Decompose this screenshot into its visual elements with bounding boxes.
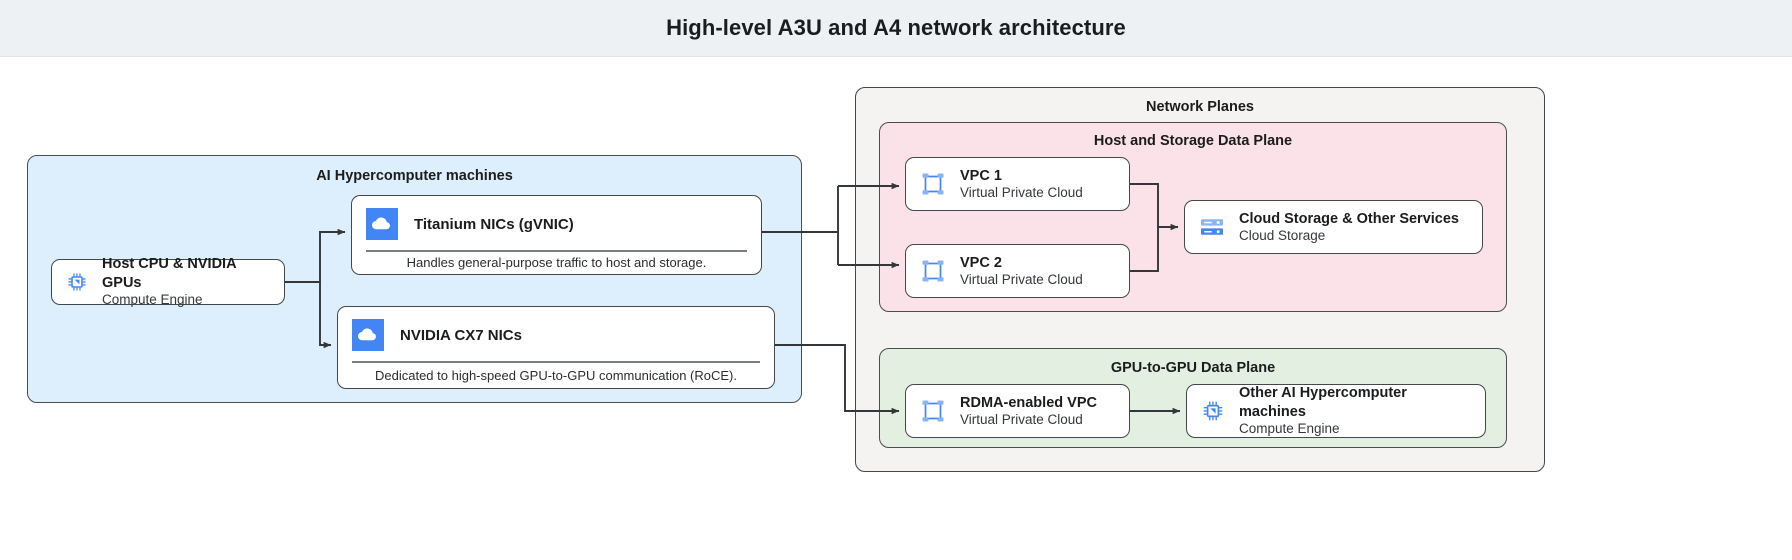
cpu-chip-icon bbox=[64, 269, 90, 295]
cloud-storage-subtitle: Cloud Storage bbox=[1239, 227, 1326, 243]
nvidia-cx7-nics-card[interactable]: NVIDIA CX7 NICs Dedicated to high-speed … bbox=[337, 306, 775, 389]
rdma-vpc-subtitle: Virtual Private Cloud bbox=[960, 411, 1083, 427]
titanium-nics-header: Titanium NICs (gVNIC) bbox=[352, 196, 761, 250]
titanium-nics-divider bbox=[366, 250, 747, 252]
titanium-nics-caption: Handles general-purpose traffic to host … bbox=[406, 255, 707, 271]
vpc-1-title: VPC 1 bbox=[960, 167, 1002, 184]
nvidia-cx7-nics-divider bbox=[352, 361, 760, 363]
page-title: High-level A3U and A4 network architectu… bbox=[666, 15, 1126, 40]
titanium-nics-title: Titanium NICs (gVNIC) bbox=[414, 215, 574, 233]
cloud-icon bbox=[366, 208, 398, 240]
vpc-icon bbox=[918, 396, 948, 426]
rdma-vpc-card[interactable]: RDMA-enabled VPC Virtual Private Cloud bbox=[905, 384, 1130, 438]
host-cpu-gpu-subtitle: Compute Engine bbox=[102, 291, 203, 307]
cloud-storage-title: Cloud Storage & Other Services bbox=[1239, 210, 1459, 227]
cloud-storage-card[interactable]: Cloud Storage & Other Services Cloud Sto… bbox=[1184, 200, 1483, 254]
cloud-icon bbox=[352, 319, 384, 351]
vpc-2-subtitle: Virtual Private Cloud bbox=[960, 271, 1083, 287]
titanium-nics-card[interactable]: Titanium NICs (gVNIC) Handles general-pu… bbox=[351, 195, 762, 275]
gpu-to-gpu-data-plane-title: GPU-to-GPU Data Plane bbox=[1110, 360, 1276, 376]
host-cpu-gpu-title: Host CPU & NVIDIA GPUs bbox=[102, 256, 236, 291]
storage-icon bbox=[1197, 212, 1227, 242]
vpc-1-card[interactable]: VPC 1 Virtual Private Cloud bbox=[905, 157, 1130, 211]
host-storage-data-plane-title: Host and Storage Data Plane bbox=[1093, 133, 1293, 149]
nvidia-cx7-nics-caption: Dedicated to high-speed GPU-to-GPU commu… bbox=[375, 367, 737, 383]
other-ai-machines-title: Other AI Hypercomputer machines bbox=[1239, 385, 1407, 420]
cpu-chip-icon bbox=[1199, 397, 1227, 425]
vpc-2-title: VPC 2 bbox=[960, 254, 1002, 271]
vpc-icon bbox=[918, 169, 948, 199]
host-cpu-gpu-card[interactable]: Host CPU & NVIDIA GPUs Compute Engine bbox=[51, 256, 285, 307]
header-bar: High-level A3U and A4 network architectu… bbox=[0, 0, 1792, 57]
network-planes-title: Network Planes bbox=[1146, 99, 1254, 115]
vpc-icon bbox=[918, 256, 948, 286]
nvidia-cx7-nics-header: NVIDIA CX7 NICs bbox=[338, 307, 774, 361]
other-ai-machines-card[interactable]: Other AI Hypercomputer machines Compute … bbox=[1186, 384, 1486, 438]
vpc-1-subtitle: Virtual Private Cloud bbox=[960, 184, 1083, 200]
ai-hypercomputer-panel-title: AI Hypercomputer machines bbox=[316, 168, 513, 184]
nvidia-cx7-nics-title: NVIDIA CX7 NICs bbox=[400, 326, 522, 344]
vpc-2-card[interactable]: VPC 2 Virtual Private Cloud bbox=[905, 244, 1130, 298]
rdma-vpc-title: RDMA-enabled VPC bbox=[960, 394, 1097, 411]
other-ai-machines-subtitle: Compute Engine bbox=[1239, 420, 1340, 436]
